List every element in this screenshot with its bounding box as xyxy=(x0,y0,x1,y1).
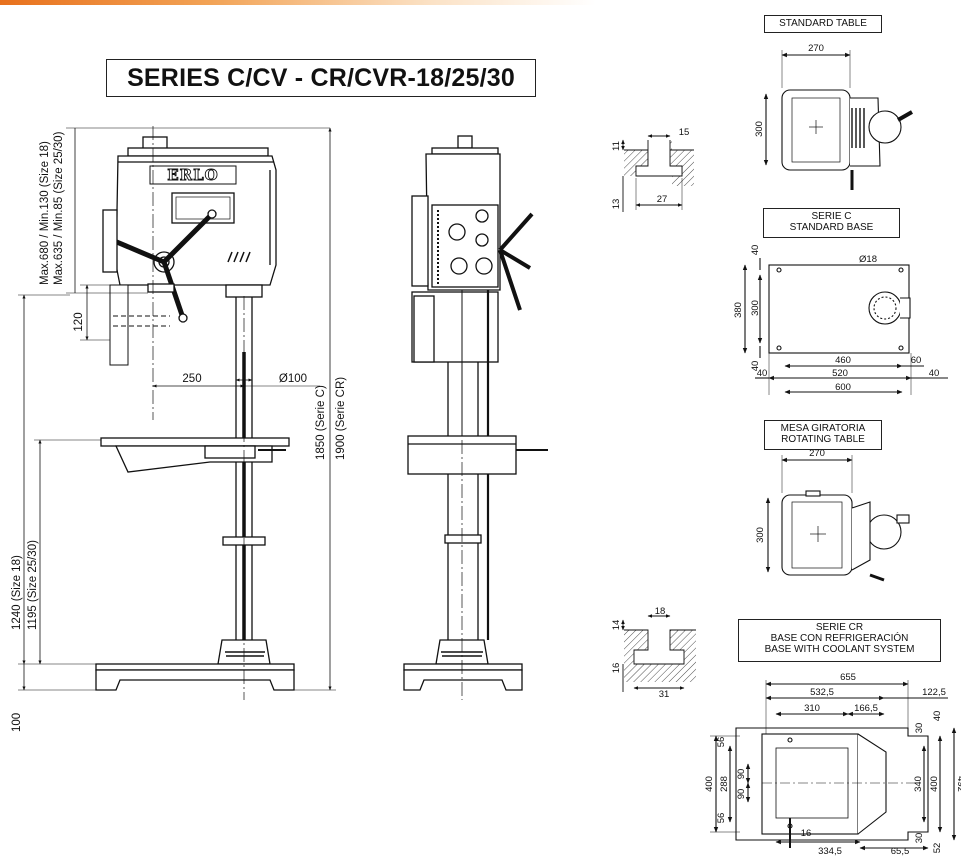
dim-base-height: 100 xyxy=(11,713,23,732)
slot-large-depth-top: 14 xyxy=(611,620,622,631)
base-d600: 600 xyxy=(835,382,851,393)
tslot-large xyxy=(620,610,700,692)
base-d460: 460 xyxy=(835,355,851,366)
coolant-base-labels: 655 532,5 122,5 310 166,5 40 30 56 400 2… xyxy=(704,672,961,856)
tslot-small xyxy=(621,134,694,212)
base-d520: 520 xyxy=(832,368,848,379)
rotating-table-width: 270 xyxy=(809,448,825,459)
coolant-base-label-box: SERIE CR BASE CON REFRIGERACIÓN BASE WIT… xyxy=(738,619,941,662)
standard-base-label-1: SERIE C xyxy=(811,211,852,222)
slot-small-depth-top: 11 xyxy=(611,141,622,151)
slot-large-depth-bottom: 16 xyxy=(611,663,622,674)
cb-d340: 340 xyxy=(913,776,924,792)
cb-d492: 492 xyxy=(955,776,961,792)
front-dimensions xyxy=(18,127,336,691)
rotating-table-label-box: MESA GIRATORIA ROTATING TABLE xyxy=(764,420,882,450)
cb-d30-bottom: 30 xyxy=(914,833,925,844)
base-d40-bottom: 40 xyxy=(750,361,761,372)
standard-table-view xyxy=(763,50,913,190)
base-d60: 60 xyxy=(911,355,922,366)
base-d300: 300 xyxy=(750,300,761,316)
dim-table-height-25-30: 1195 (Size 25/30) xyxy=(27,540,39,630)
standard-table-labels: 270 300 xyxy=(754,43,824,137)
base-hole-dia: Ø18 xyxy=(859,254,877,265)
dim-quill-travel-25-30: Max.635 / Min.85 (Size 25/30) xyxy=(53,131,65,285)
rotating-table-label-1: MESA GIRATORIA xyxy=(780,423,866,434)
title-box: SERIES C/CV - CR/CVR-18/25/30 xyxy=(106,59,536,97)
tslot-large-labels: 14 18 16 31 xyxy=(611,606,669,700)
standard-base-label-2: STANDARD BASE xyxy=(789,222,874,233)
dim-column-diameter: Ø100 xyxy=(279,373,307,385)
cb-d166: 166,5 xyxy=(854,703,878,714)
slot-small-depth-bottom: 13 xyxy=(611,199,622,210)
rotating-table-depth: 300 xyxy=(755,527,766,543)
cb-d56-bottom: 56 xyxy=(716,813,727,824)
standard-table-label-box: STANDARD TABLE xyxy=(764,15,882,33)
dim-table-height-18: 1240 (Size 18) xyxy=(11,555,23,630)
coolant-base-label-1: SERIE CR xyxy=(815,622,864,633)
standard-table-width: 270 xyxy=(808,43,824,54)
cb-d334: 334,5 xyxy=(818,846,842,856)
base-d40-top: 40 xyxy=(750,245,761,256)
tslot-small-labels: 11 15 13 27 xyxy=(611,127,689,209)
standard-base-label-box: SERIE C STANDARD BASE xyxy=(763,208,900,238)
slot-large-width-top: 18 xyxy=(655,606,666,617)
dim-stroke: 120 xyxy=(73,312,85,331)
base-d40-right: 40 xyxy=(929,368,940,379)
coolant-base-view xyxy=(710,680,957,851)
cb-d90-b: 90 xyxy=(736,789,747,800)
coolant-base-label-3: BASE WITH COOLANT SYSTEM xyxy=(764,644,915,655)
cb-d310: 310 xyxy=(804,703,820,714)
cb-d122: 122,5 xyxy=(922,687,946,698)
drill-side-view xyxy=(403,135,548,700)
base-d40-left: 40 xyxy=(757,368,768,379)
cb-d16: 16 xyxy=(801,828,812,839)
cb-d90-a: 90 xyxy=(736,769,747,780)
standard-base-labels: Ø18 40 380 300 40 460 60 40 520 40 600 xyxy=(733,245,939,393)
rotating-table-label-2: ROTATING TABLE xyxy=(781,434,865,445)
front-dim-labels: Max.680 / Min.130 (Size 18) Max.635 / Mi… xyxy=(11,131,347,732)
cb-d400-left: 400 xyxy=(704,776,715,792)
slot-small-width-top: 15 xyxy=(679,127,690,138)
cb-d532: 532,5 xyxy=(810,687,834,698)
base-d380: 380 xyxy=(733,302,744,318)
top-accent-bar xyxy=(0,0,961,5)
erlo-logo: ERLO xyxy=(167,166,219,184)
slot-small-width-bottom: 27 xyxy=(657,194,668,205)
cb-d288: 288 xyxy=(719,776,730,792)
coolant-base-label-2: BASE CON REFRIGERACIÓN xyxy=(770,633,909,644)
dim-reach: 250 xyxy=(182,373,201,385)
cb-d400-right: 400 xyxy=(929,776,940,792)
cb-d30-top: 30 xyxy=(914,723,925,734)
page-title: SERIES C/CV - CR/CVR-18/25/30 xyxy=(127,63,515,92)
standard-table-depth: 300 xyxy=(754,121,765,137)
standard-base-view xyxy=(742,258,948,395)
slot-large-width-bottom: 31 xyxy=(659,689,670,700)
dim-total-height-c: 1850 (Serie C) xyxy=(315,385,327,460)
dim-quill-travel-18: Max.680 / Min.130 (Size 18) xyxy=(39,141,51,285)
drill-front-view: ERLO xyxy=(95,126,295,700)
cb-d52: 52 xyxy=(932,843,943,854)
standard-table-label: STANDARD TABLE xyxy=(779,18,867,29)
cb-d40: 40 xyxy=(932,711,943,722)
cb-d56-top: 56 xyxy=(716,737,727,748)
cb-d655: 655 xyxy=(840,672,856,683)
cb-d65: 65,5 xyxy=(891,846,910,856)
dim-total-height-cr: 1900 (Serie CR) xyxy=(335,377,347,460)
rotating-table-labels: 270 300 xyxy=(755,448,825,543)
rotating-table-view xyxy=(765,455,910,582)
